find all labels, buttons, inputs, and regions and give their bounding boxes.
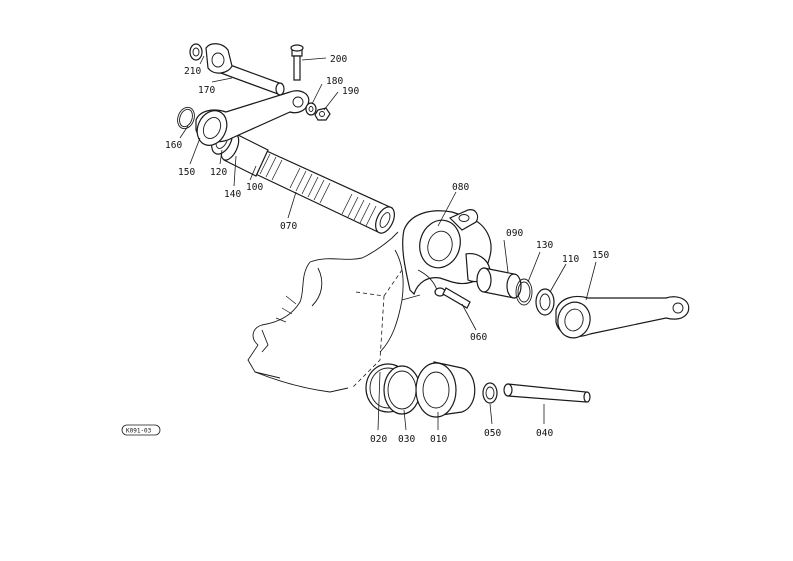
label-180: 180 [326,76,343,87]
leader-lines [179,55,597,431]
piston-010 [415,361,476,418]
pin-060 [442,287,471,309]
rod-040 [503,383,591,403]
reference-code-stamp: K091-03 [121,424,161,436]
label-190: 190 [342,86,359,97]
label-050: 050 [484,428,501,439]
collar-110 [535,288,555,316]
label-040: 040 [536,428,553,439]
reference-code: K091-03 [126,428,152,435]
label-010: 010 [430,434,447,445]
label-150-left: 150 [178,167,195,178]
label-070: 070 [280,221,297,232]
label-090: 090 [506,228,523,239]
label-110: 110 [562,254,579,265]
crank-080 [402,209,492,297]
lift-arm-right-150 [555,295,690,339]
bushing-090 [476,267,522,299]
label-080: 080 [452,182,469,193]
label-060: 060 [470,332,487,343]
housing-casting [247,231,421,393]
label-120: 120 [210,167,227,178]
nut-190 [314,107,331,121]
bracket-210 [189,43,233,74]
label-160: 160 [165,140,182,151]
snap-ring-160 [177,106,195,130]
washer-180 [305,102,317,116]
label-100: 100 [246,182,263,193]
o-ring-130 [515,278,533,306]
label-020: 020 [370,434,387,445]
o-ring-030 [383,365,421,415]
ring-050 [482,382,498,404]
label-150-right: 150 [592,250,609,261]
label-200: 200 [330,54,347,65]
label-140: 140 [224,189,241,200]
bolt-200 [290,44,304,81]
label-030: 030 [398,434,415,445]
label-170: 170 [198,85,215,96]
label-210: 210 [184,66,201,77]
label-130: 130 [536,240,553,251]
